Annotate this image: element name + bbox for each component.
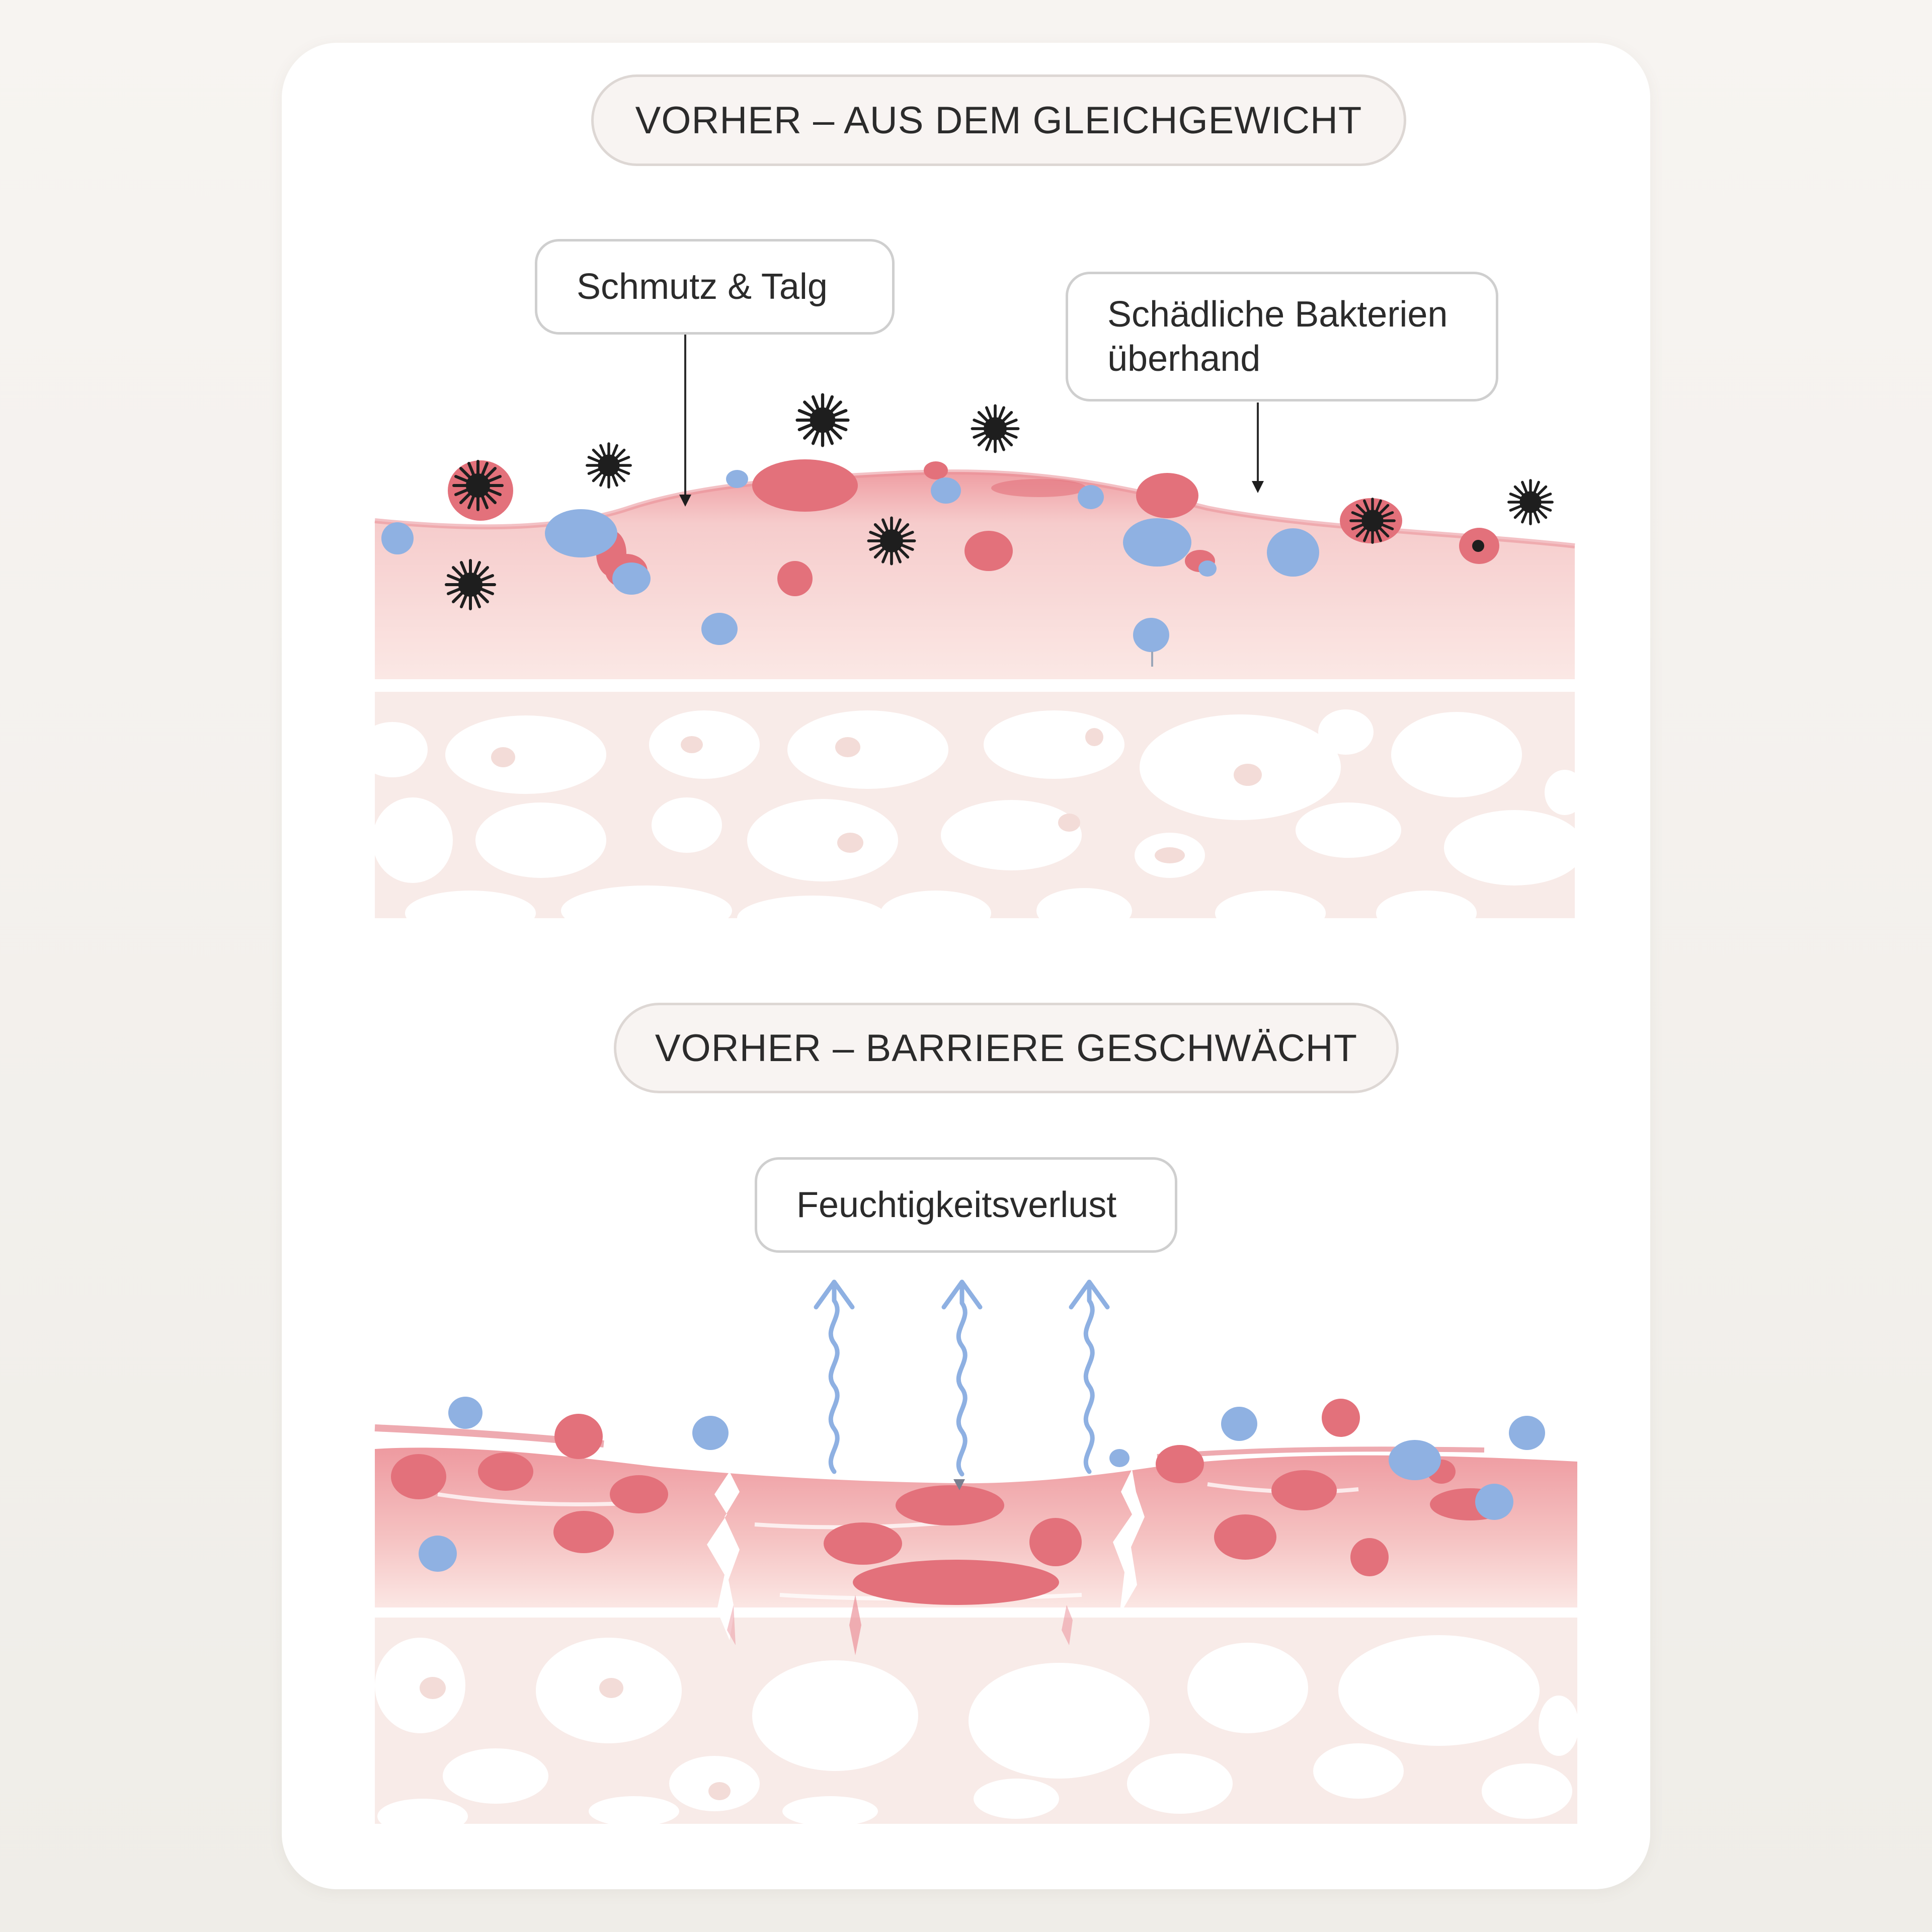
callout-moisture-loss-label: Feuchtigkeitsverlust xyxy=(796,1185,1117,1225)
callout-bacteria-line2: überhand xyxy=(1107,339,1261,379)
callout-dirt-sebum-label: Schmutz & Talg xyxy=(577,267,828,307)
top-particles xyxy=(381,459,1499,667)
callout-bacteria-line1: Schädliche Bakterien xyxy=(1107,294,1448,335)
top-panel-title: VORHER – AUS DEM GLEICHGEWICHT xyxy=(591,74,1406,166)
callout-harmful-bacteria: Schädliche Bakterien überhand xyxy=(1066,272,1498,401)
top-bacteria xyxy=(446,395,1552,609)
top-pointer-lines xyxy=(679,335,1264,507)
top-cell-layer xyxy=(357,692,1585,941)
callout-dirt-sebum: Schmutz & Talg xyxy=(535,239,895,335)
barrier-cracks xyxy=(707,1469,1145,1655)
top-skin-layer xyxy=(374,469,1575,679)
moisture-arrows xyxy=(814,1279,1110,1477)
bottom-panel-title: VORHER – BARRIERE GESCHWÄCHT xyxy=(614,1003,1399,1093)
bottom-cell-layer xyxy=(375,1618,1579,1834)
callout-moisture-loss: Feuchtigkeitsverlust xyxy=(755,1157,1177,1253)
bottom-particles xyxy=(391,1397,1545,1605)
